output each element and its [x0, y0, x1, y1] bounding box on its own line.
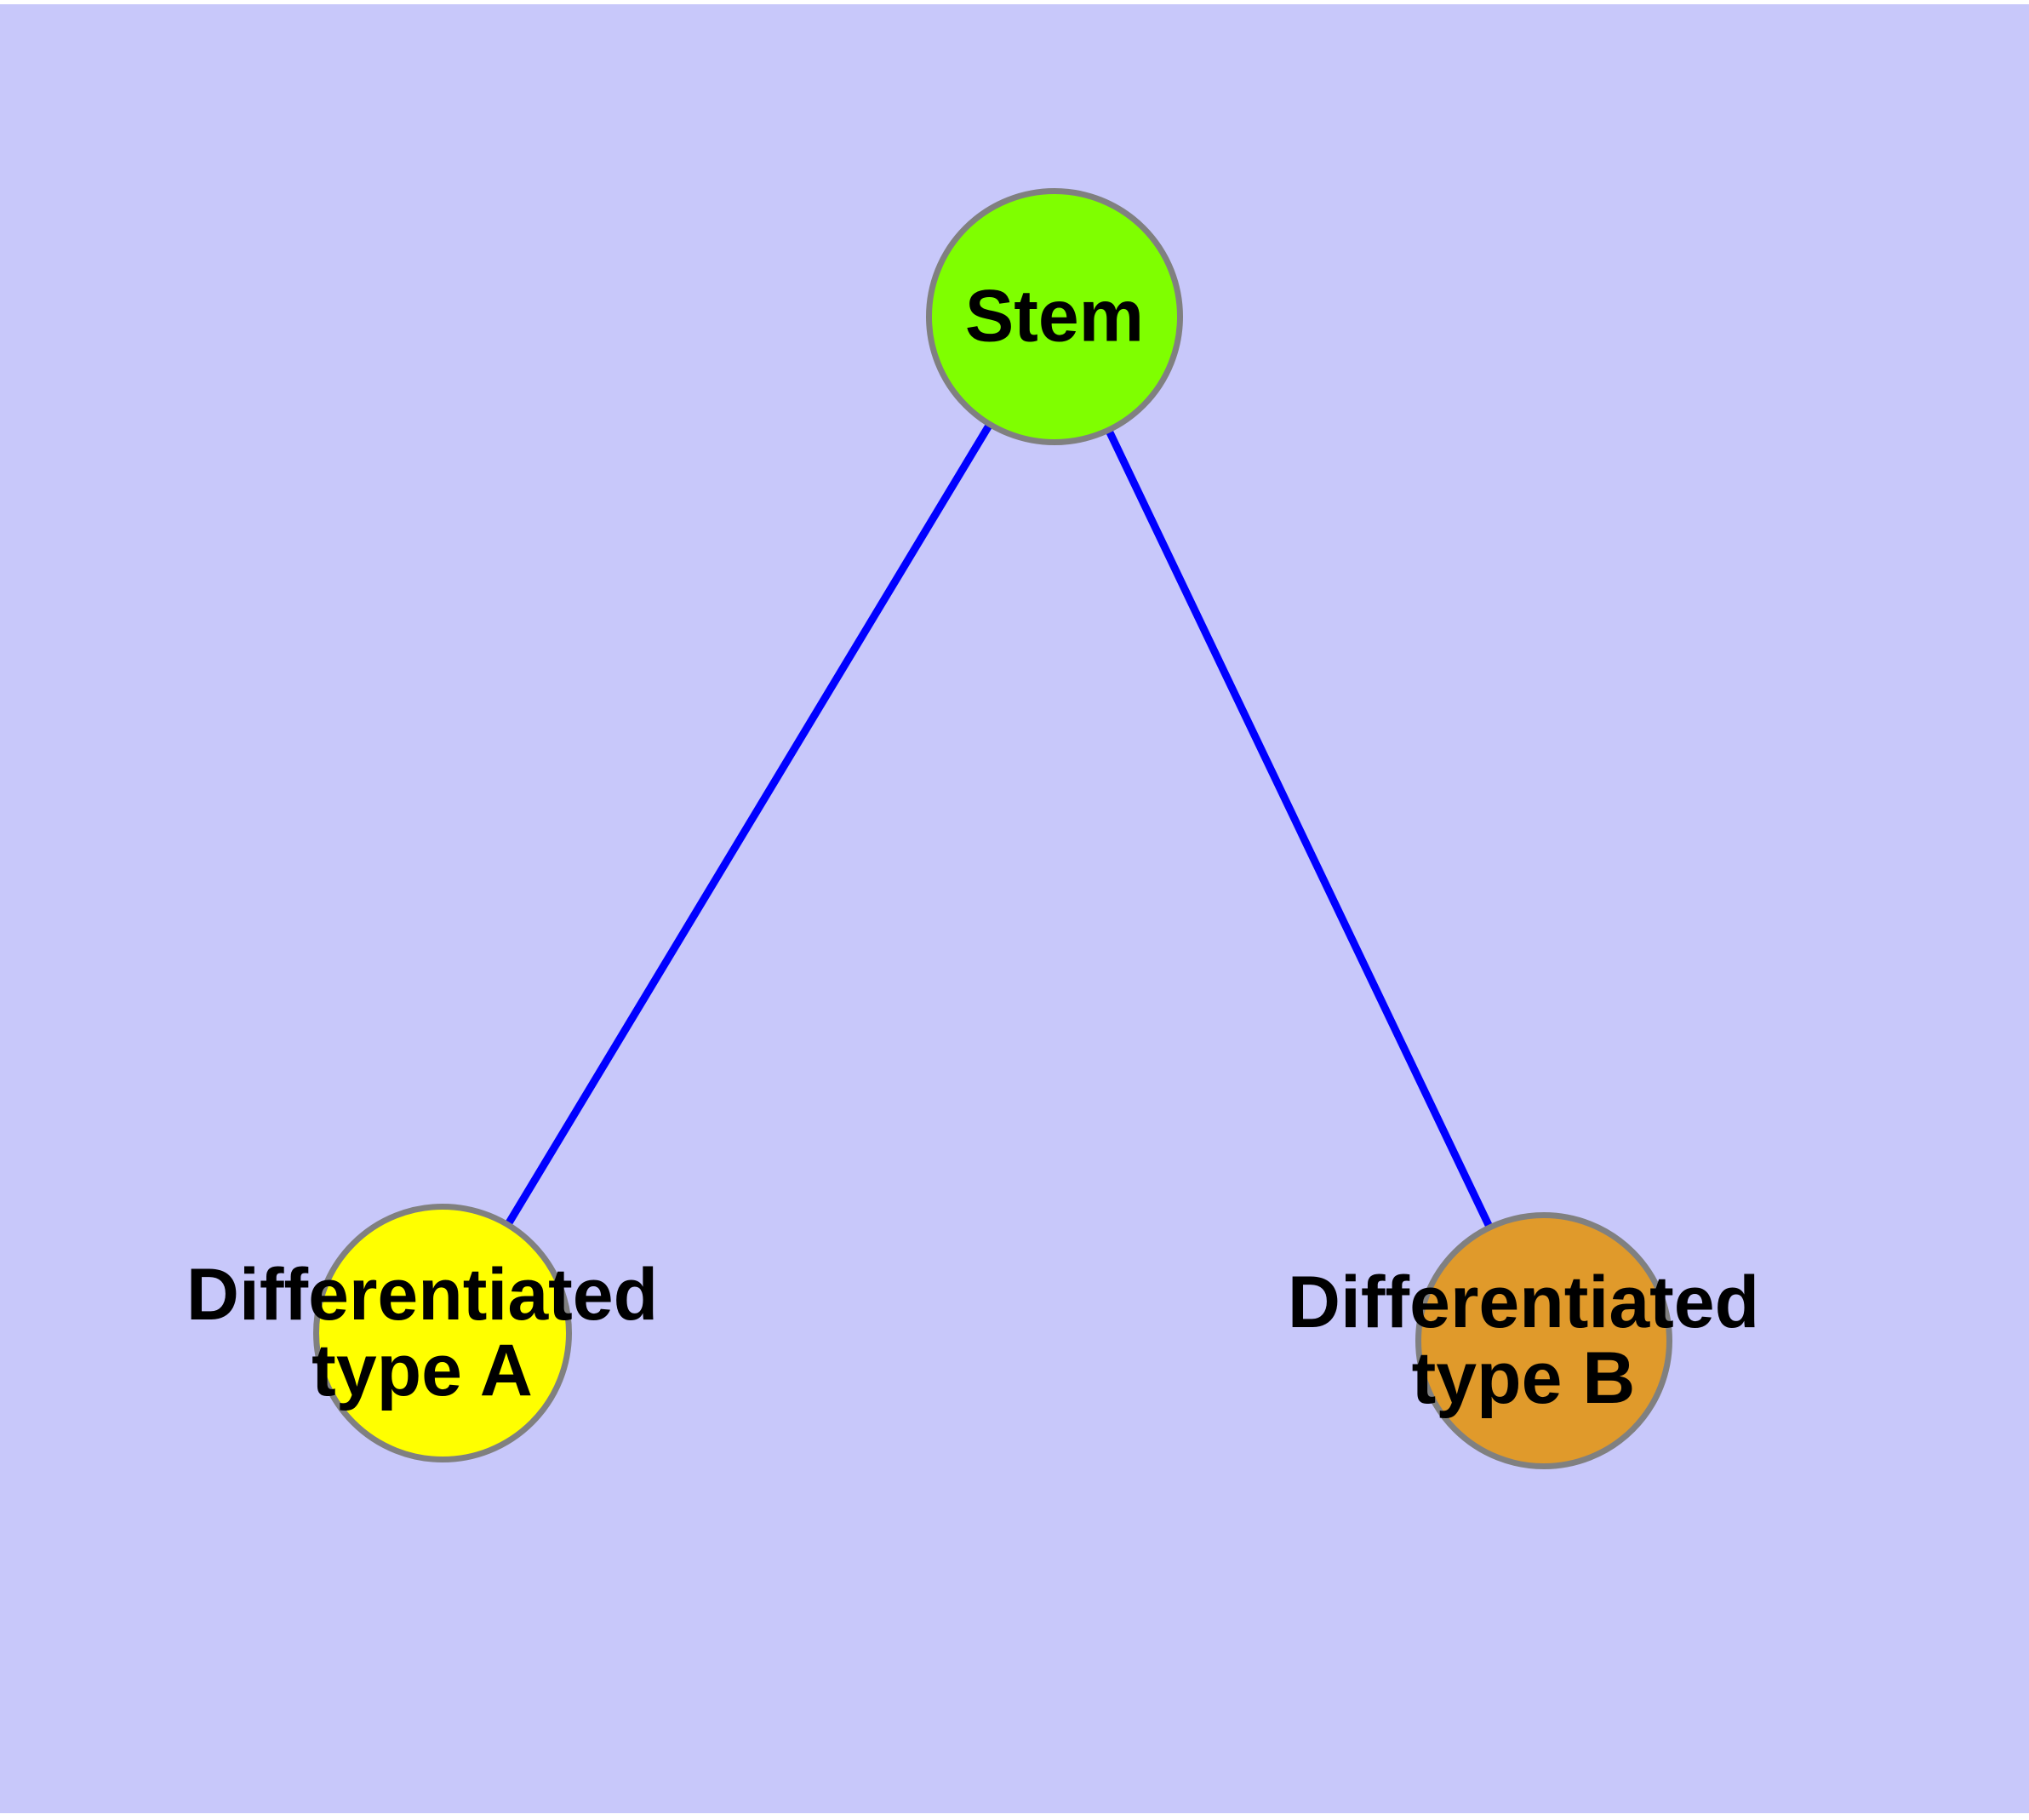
- edge-layer: [439, 314, 1548, 1342]
- node-differentiated-type-b[interactable]: [1415, 1212, 1672, 1469]
- diagram-plot-area: Stem Differentiated type A Differentiate…: [0, 4, 2029, 1813]
- edge-stem-to-differentiated-type-b[interactable]: [1050, 315, 1548, 1342]
- edge-stem-to-differentiated-type-a[interactable]: [439, 314, 1058, 1336]
- node-layer: Stem Differentiated type A Differentiate…: [0, 4, 2029, 1813]
- node-differentiated-type-a[interactable]: [313, 1204, 572, 1462]
- node-stem[interactable]: [926, 188, 1183, 445]
